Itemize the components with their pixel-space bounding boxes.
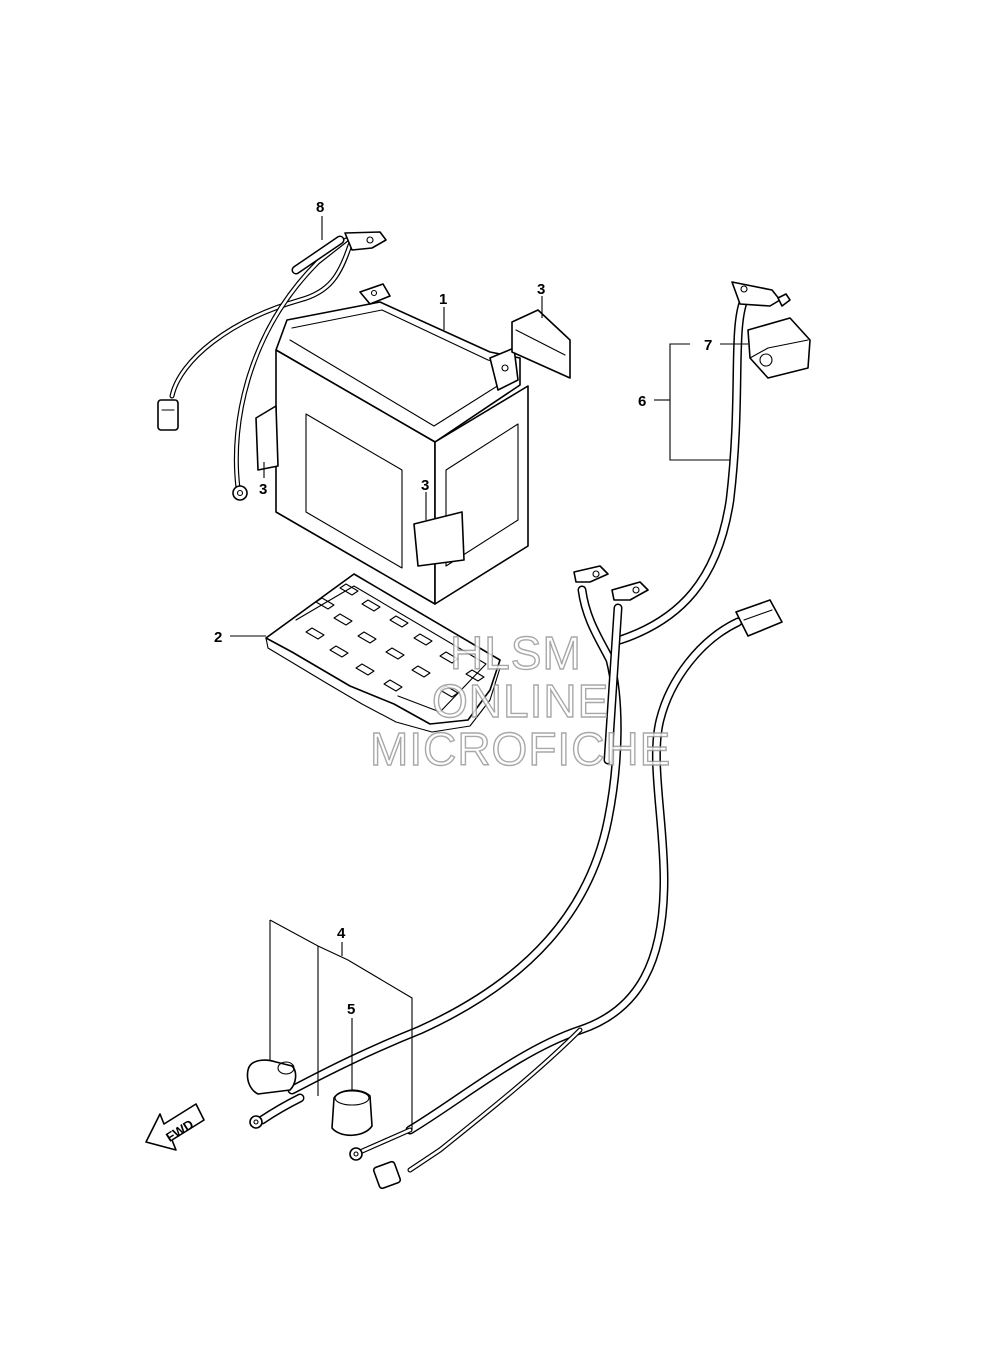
callout-3-clip: 3: [421, 477, 429, 494]
watermark-line-1: HLSM: [449, 626, 582, 679]
callout-7: 7: [704, 337, 712, 354]
terminal-cap-upper-part[interactable]: [747, 317, 811, 379]
terminal-boot-lower-part[interactable]: [331, 1089, 373, 1137]
callout-3-top: 3: [537, 281, 545, 298]
label-side-part[interactable]: [255, 405, 279, 471]
label-top-part[interactable]: [511, 309, 571, 379]
callout-8: 8: [316, 199, 324, 216]
battery-tray-part[interactable]: [265, 573, 501, 733]
watermark-line-2: ONLINE: [431, 674, 610, 727]
callout-3-side: 3: [259, 481, 267, 498]
lead-wire-part[interactable]: [157, 231, 387, 501]
watermark-line-3: MICROFICHE: [369, 722, 672, 775]
callout-6: 6: [638, 393, 646, 410]
label-clip-part[interactable]: [413, 511, 465, 567]
main-cable-part[interactable]: [249, 565, 649, 1129]
battery-part[interactable]: [275, 283, 529, 605]
fwd-arrow-icon: FWD: [145, 1103, 205, 1151]
callout-2: 2: [214, 629, 222, 646]
harness-cable-part[interactable]: [349, 599, 783, 1190]
callout-4: 4: [337, 925, 346, 942]
callout-5: 5: [347, 1001, 355, 1018]
callout-1: 1: [439, 291, 447, 308]
upper-cable-part[interactable]: [615, 281, 791, 645]
leader-lines: [230, 216, 748, 1130]
callout-labels: 8 1 3 3 3 2 7 6 4 5: [214, 199, 712, 1018]
terminal-cap-lower-part[interactable]: [246, 1059, 297, 1095]
